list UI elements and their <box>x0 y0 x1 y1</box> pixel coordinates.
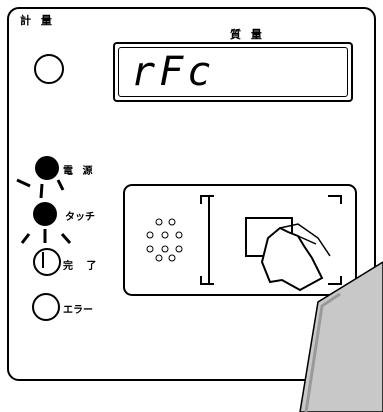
touch-label: タッチ <box>65 212 95 223</box>
ic-card <box>299 261 383 412</box>
power-label: 電 源 <box>63 166 96 177</box>
complete-label: 完 了 <box>63 261 102 272</box>
speaker-icon <box>146 218 183 262</box>
error-button[interactable] <box>32 293 60 321</box>
lcd-readout: rFc <box>131 49 216 95</box>
complete-button[interactable] <box>20 229 72 276</box>
error-label: エラー <box>63 305 93 316</box>
hand-icon <box>260 223 331 292</box>
power-led <box>16 156 65 199</box>
touch-led <box>33 202 57 226</box>
measure-button[interactable] <box>34 54 64 84</box>
measure-label: 計 量 <box>20 14 55 27</box>
lcd-window <box>118 47 348 97</box>
lcd-display <box>113 42 353 102</box>
mass-label: 質 量 <box>230 28 265 41</box>
